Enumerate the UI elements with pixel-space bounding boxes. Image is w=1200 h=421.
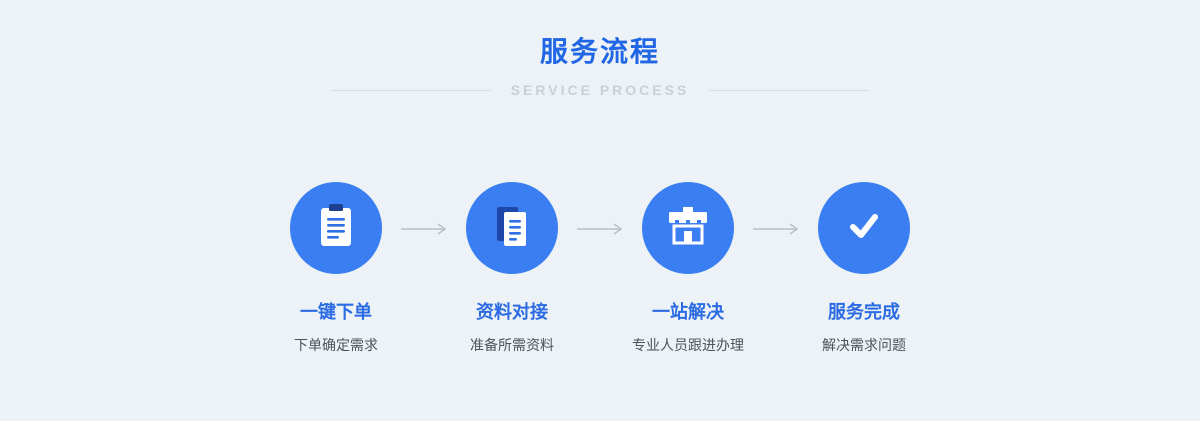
check-icon [842,204,886,253]
step-order-circle [290,182,382,274]
clipboard-icon [316,203,356,253]
storefront-icon [666,205,710,252]
documents-icon [492,204,532,253]
step-materials-description: 准备所需资料 [470,337,554,353]
step-complete-description: 解决需求问题 [822,337,906,353]
step-order: 一键下单 下单确定需求 [271,182,401,355]
step-solution-circle [642,182,734,274]
step-solution: 一站解决 专业人员跟进办理 [623,182,753,355]
section-header: 服务流程 SERVICE PROCESS [0,0,1200,98]
step-materials-circle [466,182,558,274]
arrow-right-icon [401,223,447,235]
page-title: 服务流程 [539,36,660,67]
subtitle-row: SERVICE PROCESS [0,82,1200,98]
step-complete: 服务完成 解决需求问题 [799,182,929,355]
step-order-title: 一键下单 [300,302,372,322]
arrow-right-icon [577,223,623,235]
step-complete-title: 服务完成 [828,302,900,322]
process-steps: 一键下单 下单确定需求 [0,182,1200,355]
step-order-description: 下单确定需求 [294,337,378,353]
step-complete-circle [818,182,910,274]
step-materials-title: 资料对接 [476,302,548,322]
step-solution-title: 一站解决 [652,302,724,322]
divider-line-left [330,89,491,91]
step-materials: 资料对接 准备所需资料 [447,182,577,355]
step-solution-description: 专业人员跟进办理 [632,337,744,353]
arrow-right-icon [753,223,799,235]
page-subtitle: SERVICE PROCESS [510,82,690,98]
divider-line-right [709,89,870,91]
